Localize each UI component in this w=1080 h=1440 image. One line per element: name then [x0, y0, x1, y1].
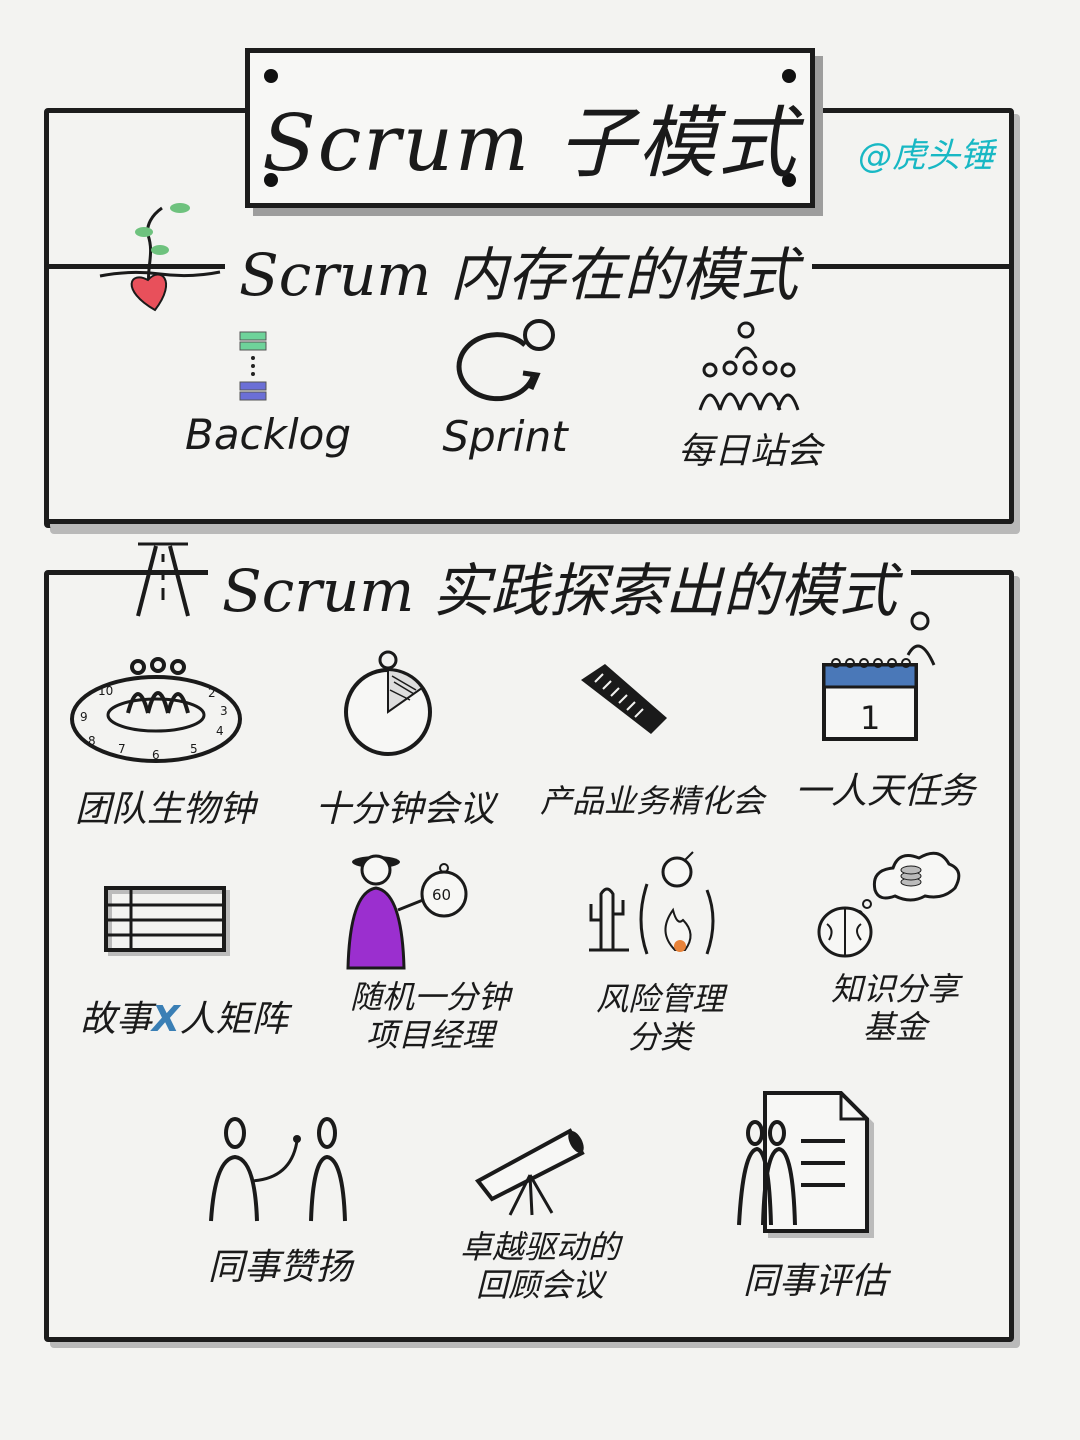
- sprint-cycle-icon: [456, 319, 555, 402]
- knowledge-fund-label: 知识分享 基金: [810, 970, 980, 1046]
- random-pm-line1: 随机一分钟: [349, 978, 510, 1016]
- retro-line2: 回顾会议: [475, 1266, 604, 1304]
- knowledge-line2: 基金: [862, 1008, 927, 1046]
- comb-icon: [581, 664, 667, 734]
- calendar-day: 1: [860, 699, 880, 737]
- svg-text:8: 8: [88, 734, 96, 748]
- calendar-icon: 1: [822, 611, 936, 741]
- product-refinement-label: 产品业务精化会: [540, 782, 765, 820]
- standup-team-icon: [698, 321, 800, 411]
- page-title: Scrum 子模式: [262, 99, 798, 189]
- svg-text:2: 2: [208, 686, 216, 700]
- peer-review-label: 同事评估: [742, 1261, 887, 1302]
- matrix-label-b: 人矩阵: [179, 999, 288, 1040]
- peer-review-document-icon: [737, 1091, 869, 1233]
- colleague-praise-label: 同事赞扬: [207, 1247, 352, 1288]
- telescope-icon: [474, 1128, 585, 1216]
- svg-text:7: 7: [118, 742, 126, 756]
- backlog-stack-icon: [239, 331, 267, 401]
- colleague-praise-icon: [209, 1117, 347, 1222]
- author-credit: @虎头锤: [858, 136, 994, 176]
- risk-line2: 分类: [627, 1018, 692, 1056]
- stopwatch-icon: [344, 650, 432, 756]
- daily-standup-label: 每日站会: [677, 431, 822, 472]
- svg-text:5: 5: [190, 742, 198, 756]
- section-inner-title: Scrum 内存在的模式: [225, 228, 812, 312]
- matrix-grid-icon: [104, 886, 226, 952]
- retrospective-label: 卓越驱动的 回顾会议: [440, 1228, 640, 1304]
- section-practice-title: Scrum 实践探索出的模式: [208, 544, 911, 628]
- matrix-label-a: 故事: [80, 999, 153, 1040]
- title-box: Scrum 子模式: [245, 48, 815, 208]
- svg-text:10: 10: [98, 684, 113, 698]
- manager-timer-icon: 60: [346, 854, 468, 970]
- sprint-label: Sprint: [442, 412, 568, 461]
- team-clock-icon: 10 98 7 6 5 4 32: [70, 657, 242, 763]
- team-clock-label: 团队生物钟: [74, 789, 255, 830]
- timer-value: 60: [432, 886, 451, 904]
- svg-text:3: 3: [220, 704, 228, 718]
- backlog-label: Backlog: [185, 410, 351, 459]
- random-pm-line2: 项目经理: [365, 1016, 494, 1054]
- cross-mark: X: [152, 999, 180, 1040]
- brain-coins-icon: [817, 851, 961, 958]
- svg-text:4: 4: [216, 724, 224, 738]
- road-icon: [136, 542, 190, 617]
- svg-text:6: 6: [152, 748, 160, 762]
- risk-line1: 风险管理: [595, 980, 724, 1018]
- ten-minute-meeting-label: 十分钟会议: [314, 789, 495, 830]
- risk-management-label: 风险管理 分类: [580, 980, 740, 1056]
- story-person-matrix-label: 故事X人矩阵: [80, 990, 288, 1042]
- one-person-day-task-label: 一人天任务: [794, 771, 975, 812]
- svg-text:9: 9: [80, 710, 88, 724]
- random-pm-label: 随机一分钟 项目经理: [340, 978, 520, 1054]
- retro-line1: 卓越驱动的: [459, 1228, 620, 1266]
- risk-cactus-fire-icon: [589, 851, 715, 955]
- knowledge-line1: 知识分享: [830, 970, 959, 1008]
- sprout-heart-icon: [99, 203, 221, 312]
